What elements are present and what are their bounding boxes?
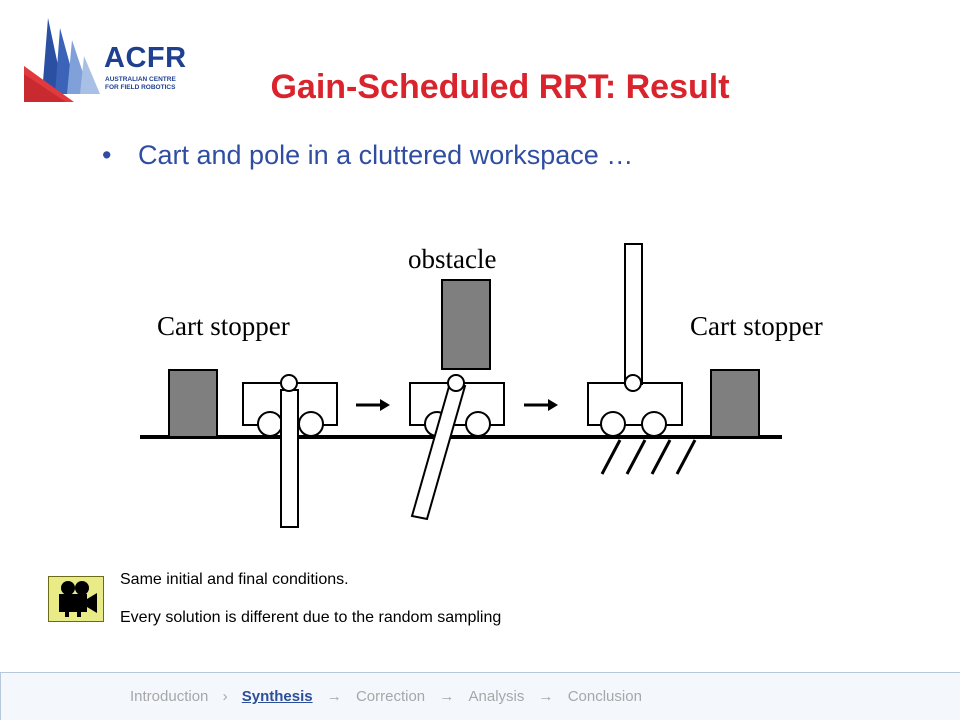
note-random-sampling: Every solution is different due to the r… xyxy=(120,609,502,626)
left-stopper-label: Cart stopper xyxy=(157,311,290,341)
cart-swinging xyxy=(409,374,505,521)
slide-title: Gain-Scheduled RRT: Result xyxy=(270,68,730,106)
bullet-text: Cart and pole in a cluttered workspace … xyxy=(138,140,634,170)
logo-subtitle-line2: FOR FIELD ROBOTICS xyxy=(105,84,176,91)
nav-separator-arrow: → xyxy=(326,688,342,705)
nav-item-introduction[interactable]: Introduction xyxy=(130,688,209,705)
left-cart-stopper xyxy=(168,369,218,438)
logo-sails-graphic xyxy=(24,18,100,102)
arrow-2 xyxy=(524,399,558,411)
ground-hatching xyxy=(600,439,697,475)
logo-subtitle: AUSTRALIAN CENTRE FOR FIELD ROBOTICS xyxy=(105,76,176,92)
section-navigation: Introduction › Synthesis → Correction → … xyxy=(130,688,642,705)
cart-initial xyxy=(242,374,338,528)
logo-name: ACFR xyxy=(104,42,187,74)
nav-item-synthesis[interactable]: Synthesis xyxy=(241,688,313,705)
obstacle-label: obstacle xyxy=(408,244,496,274)
navigation-bar xyxy=(0,672,960,720)
note-same-conditions: Same initial and final conditions. xyxy=(120,571,349,588)
cart-final xyxy=(587,243,683,437)
right-cart-stopper xyxy=(710,369,760,438)
bullet-item: • Cart and pole in a cluttered workspace … xyxy=(102,140,633,171)
nav-item-conclusion[interactable]: Conclusion xyxy=(567,688,642,705)
nav-item-analysis[interactable]: Analysis xyxy=(468,688,525,705)
right-stopper-label: Cart stopper xyxy=(690,311,823,341)
movie-camera-icon[interactable] xyxy=(48,576,104,622)
nav-separator: › xyxy=(222,688,228,705)
nav-separator-arrow: → xyxy=(538,688,554,705)
nav-separator-arrow: → xyxy=(439,688,455,705)
arrow-1 xyxy=(356,399,390,411)
logo-subtitle-line1: AUSTRALIAN CENTRE xyxy=(105,76,176,83)
bullet-marker: • xyxy=(102,140,112,170)
nav-item-correction[interactable]: Correction xyxy=(355,688,426,705)
acfr-logo xyxy=(22,14,212,104)
obstacle-block xyxy=(441,279,491,370)
